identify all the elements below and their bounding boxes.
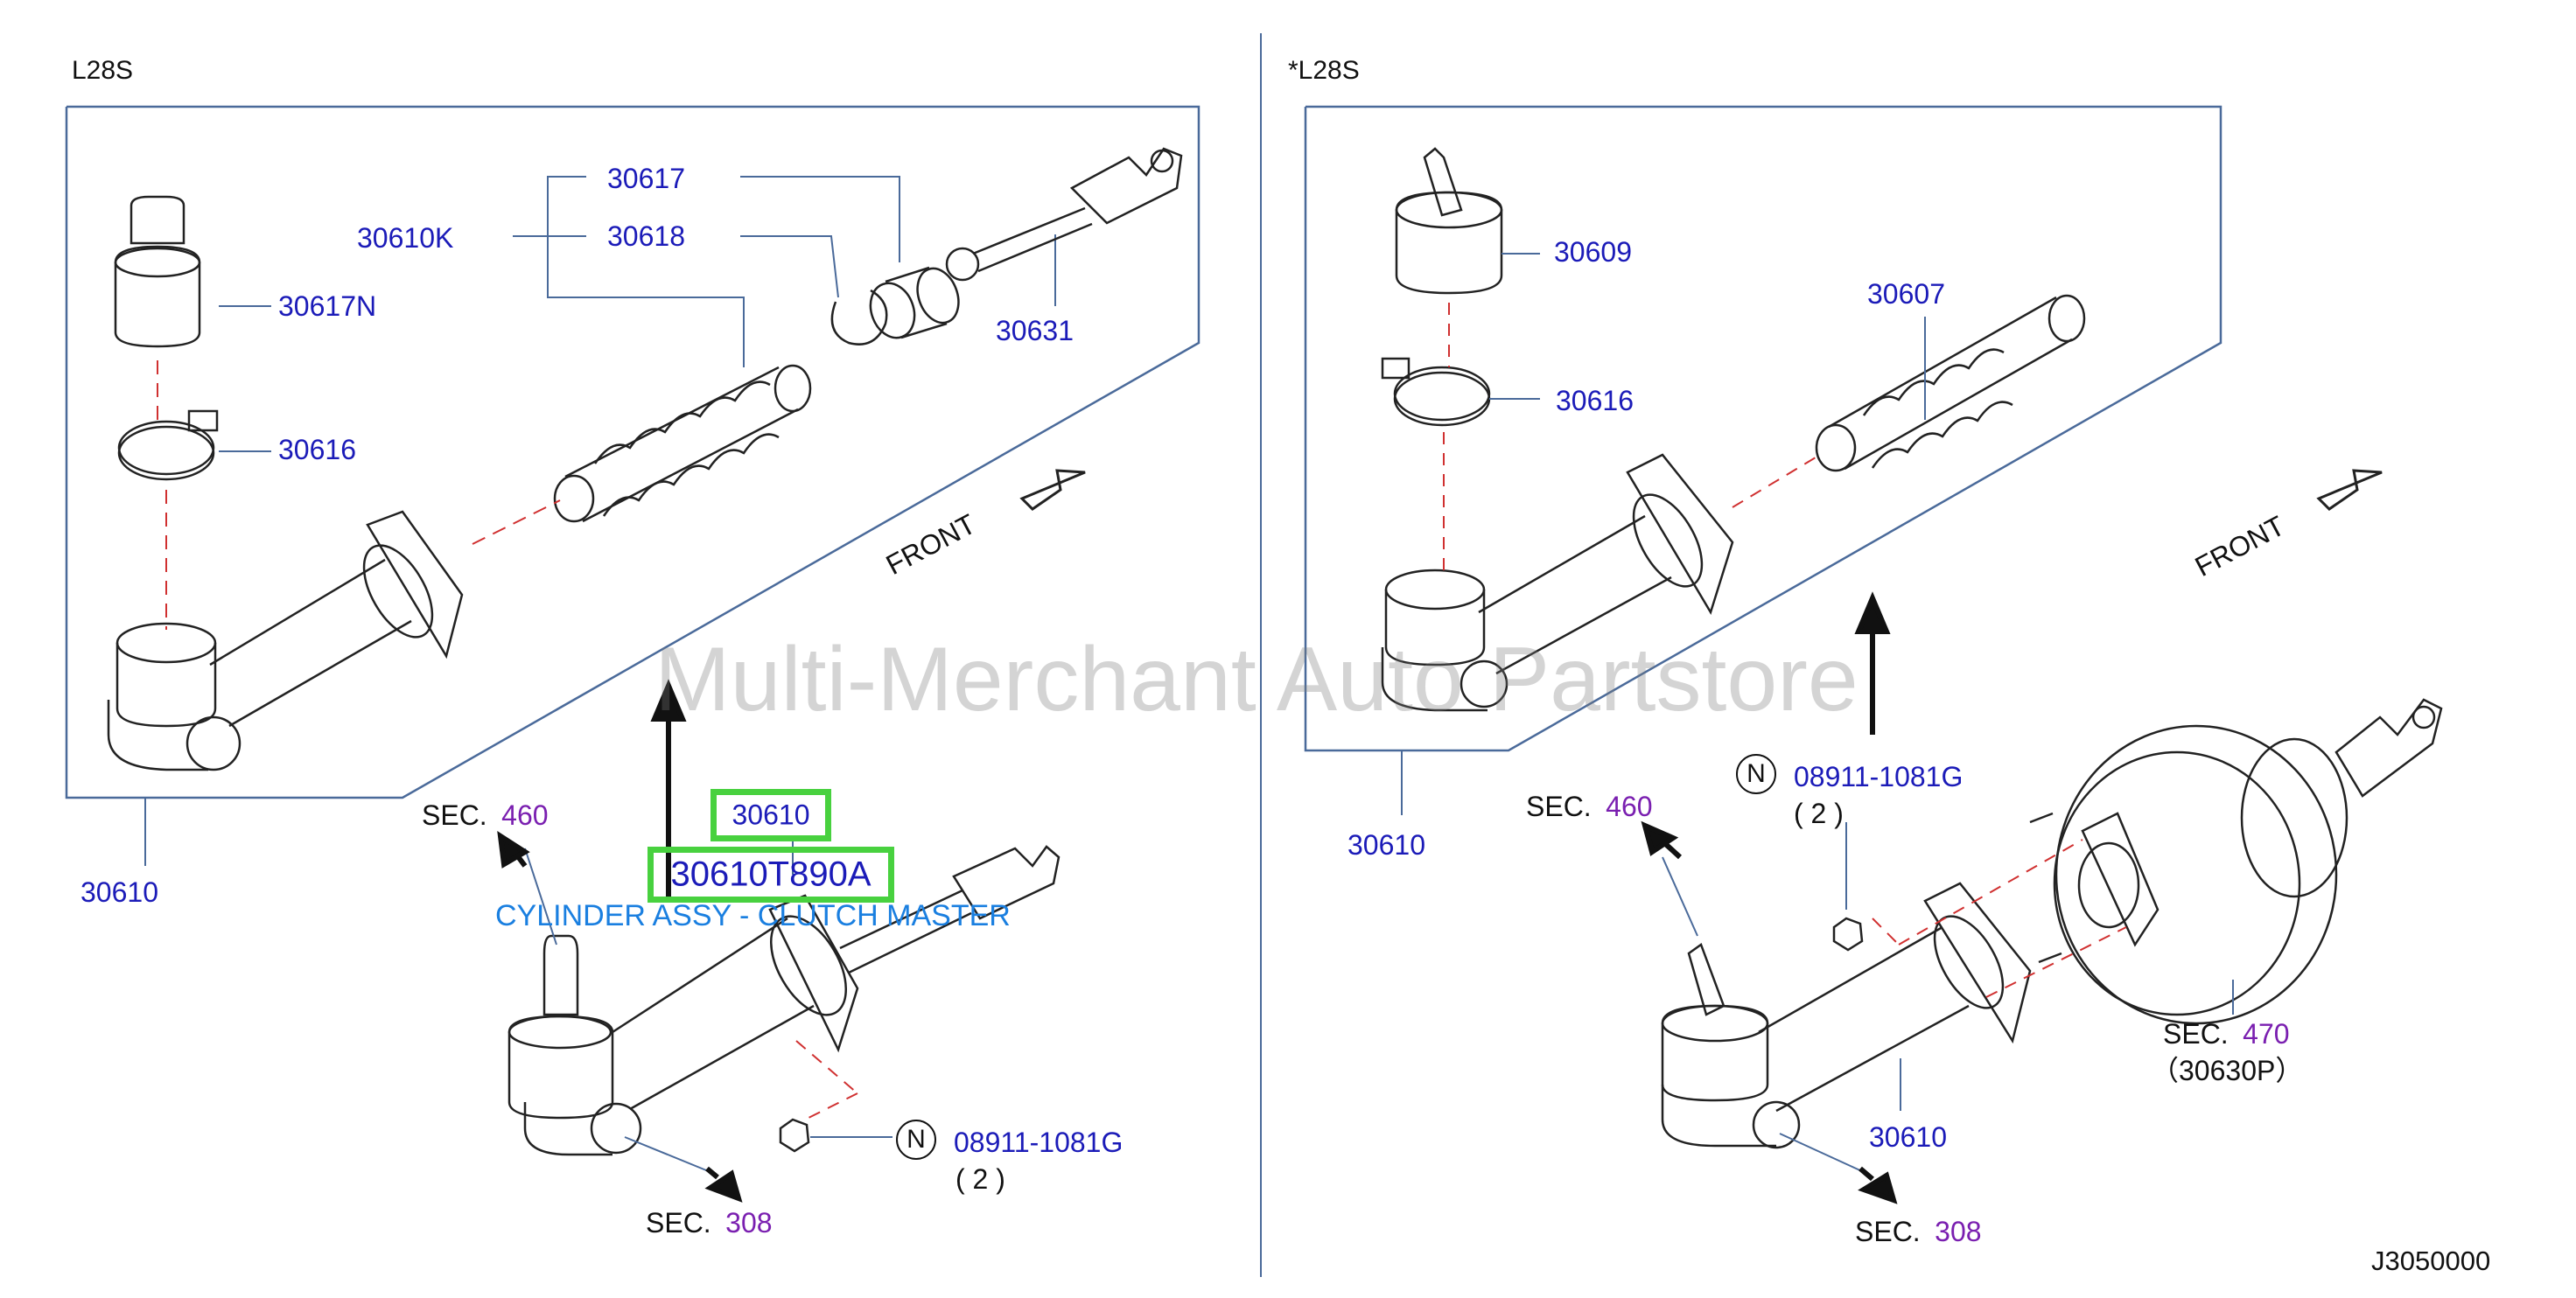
highlight-part-30610[interactable]: 30610 [710,789,831,841]
left-panel-header: L28S [72,56,134,85]
right-nut-part-label[interactable]: 08911-1081G [1794,761,1964,792]
part-30610-right-main-label[interactable]: 30610 [1869,1121,1947,1153]
nut-n-icon: N [1736,754,1776,794]
part-30617N-label[interactable]: 30617N [278,290,377,322]
right-sec-470[interactable]: SEC. 470 [2163,1020,2290,1048]
part-30616-right-label[interactable]: 30616 [1556,385,1634,416]
sec-prefix: SEC. [1855,1216,1921,1247]
right-sec-308[interactable]: SEC. 308 [1855,1218,1982,1246]
part-30618-label[interactable]: 30618 [607,220,685,252]
nut-n-icon: N [896,1120,936,1160]
sec-number: 308 [725,1207,773,1239]
left-sec-460[interactable]: SEC. 460 [422,801,549,829]
highlight-oem-text: 30610T890A [670,855,872,894]
watermark: Multi-Merchant Auto Partstore [654,629,1858,730]
right-nut-qty: ( 2 ) [1794,798,1844,829]
left-nut-qty: ( 2 ) [956,1163,1005,1195]
part-30631-label[interactable]: 30631 [996,315,1074,346]
part-30610-frame-label[interactable]: 30610 [80,876,158,908]
highlight-part-text: 30610 [732,799,810,831]
part-30617-label[interactable]: 30617 [607,163,685,194]
sec-prefix: SEC. [2163,1018,2229,1050]
part-30616-label[interactable]: 30616 [278,434,356,465]
sec-number: 308 [1935,1216,1982,1247]
part-30610-right-frame-label[interactable]: 30610 [1348,829,1425,861]
highlight-oem-number[interactable]: 30610T890A [648,847,894,903]
part-description: CYLINDER ASSY - CLUTCH MASTER [495,899,1011,932]
part-30610K-label[interactable]: 30610K [357,222,454,254]
right-panel-header: *L28S [1288,56,1360,85]
sec-number: 470 [2243,1018,2290,1050]
part-30609-label[interactable]: 30609 [1554,236,1632,268]
sec-prefix: SEC. [646,1207,711,1239]
sec-number: 460 [501,799,549,831]
sec-number: 460 [1606,791,1653,822]
right-sec-470-sub: （30630P） [2151,1055,2304,1086]
right-sec-460[interactable]: SEC. 460 [1526,792,1653,820]
part-30607-label[interactable]: 30607 [1867,278,1945,310]
left-sec-308[interactable]: SEC. 308 [646,1209,773,1237]
diagram-code: J3050000 [2371,1246,2491,1276]
sec-prefix: SEC. [1526,791,1592,822]
left-nut-part-label[interactable]: 08911-1081G [954,1127,1124,1158]
sec-prefix: SEC. [422,799,487,831]
